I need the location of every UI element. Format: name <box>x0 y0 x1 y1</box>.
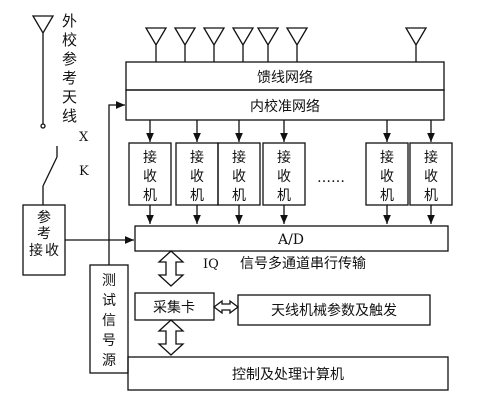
test-source-char-4: 号 <box>102 333 116 349</box>
antenna-array-icons <box>144 27 428 62</box>
cal-to-receiver-arrows <box>146 120 435 142</box>
control-computer-box <box>127 356 449 391</box>
switch-k <box>42 146 58 205</box>
receiver-4-char-3: 机 <box>277 188 291 204</box>
receiver-3-char-1: 接 <box>232 149 246 166</box>
ext-ref-antenna-char-5: 天 <box>62 88 77 106</box>
receiver-5-char-1: 接 <box>380 149 394 166</box>
ext-ref-antenna-char-6: 线 <box>62 107 77 125</box>
receiver-6-char-2: 收 <box>424 169 438 185</box>
test-signal-to-cal-arrow <box>108 101 125 265</box>
ext-ref-antenna-char-1: 外 <box>62 12 77 30</box>
test-source-char-5: 源 <box>102 353 116 369</box>
receiver-1-char-3: 机 <box>143 188 157 204</box>
switch-k-label: K <box>79 164 89 179</box>
ad-box <box>134 225 449 252</box>
external-ref-antenna-icon <box>31 15 55 129</box>
receiver-6-char-1: 接 <box>424 149 438 166</box>
receiver-1-char-1: 接 <box>143 149 157 166</box>
receiver-2-char-2: 收 <box>190 169 204 185</box>
receiver-5-char-2: 收 <box>380 169 394 185</box>
receiver-1-char-2: 收 <box>143 169 157 185</box>
test-source-char-2: 试 <box>102 293 116 309</box>
test-source-char-1: 测 <box>102 273 116 289</box>
ref-receiver-char-2: 考 <box>37 226 51 242</box>
receiver-3-char-2: 收 <box>232 169 246 185</box>
switch-x-label: X <box>79 130 89 145</box>
ref-receiver-char-4: 收 <box>45 243 59 259</box>
receiver-2-char-1: 接 <box>190 149 204 166</box>
ext-ref-antenna-char-2: 校 <box>62 31 77 49</box>
receiver-to-ad-arrows <box>146 205 435 224</box>
serial-transfer-label: 信号多通道串行传输 <box>240 255 366 272</box>
antenna-mech-params-box <box>237 294 431 326</box>
receiver-4-char-2: 收 <box>277 169 291 185</box>
receiver-ellipsis: …… <box>317 170 345 186</box>
control-computer-label: 控制及处理计算机 <box>232 367 344 383</box>
receiver-6-char-3: 机 <box>424 188 438 204</box>
receiver-5-char-3: 机 <box>380 188 394 204</box>
acquisition-card-label: 采集卡 <box>153 299 195 316</box>
test-source-char-3: 信 <box>102 313 116 329</box>
internal-cal-network-label: 内校准网络 <box>250 98 320 115</box>
acq-mech-double-arrow <box>212 299 240 315</box>
iq-label: IQ <box>203 257 219 272</box>
ref-receiver-char-1: 参 <box>37 209 51 226</box>
ext-ref-antenna-char-3: 参 <box>62 50 77 68</box>
acq-computer-double-arrow <box>157 319 185 356</box>
ext-ref-antenna-char-4: 考 <box>62 69 77 87</box>
receiver-2-char-3: 机 <box>190 188 204 204</box>
internal-cal-network-box <box>125 89 445 121</box>
receiver-3-char-3: 机 <box>232 188 246 204</box>
antenna-mech-params-label: 天线机械参数及触发 <box>271 302 397 319</box>
ref-receiver-char-3: 接 <box>29 242 43 259</box>
ad-acq-double-arrow <box>157 250 185 287</box>
ad-label: A/D <box>277 232 304 248</box>
receiver-4-char-1: 接 <box>277 149 291 166</box>
feed-network-label: 馈线网络 <box>257 70 313 86</box>
